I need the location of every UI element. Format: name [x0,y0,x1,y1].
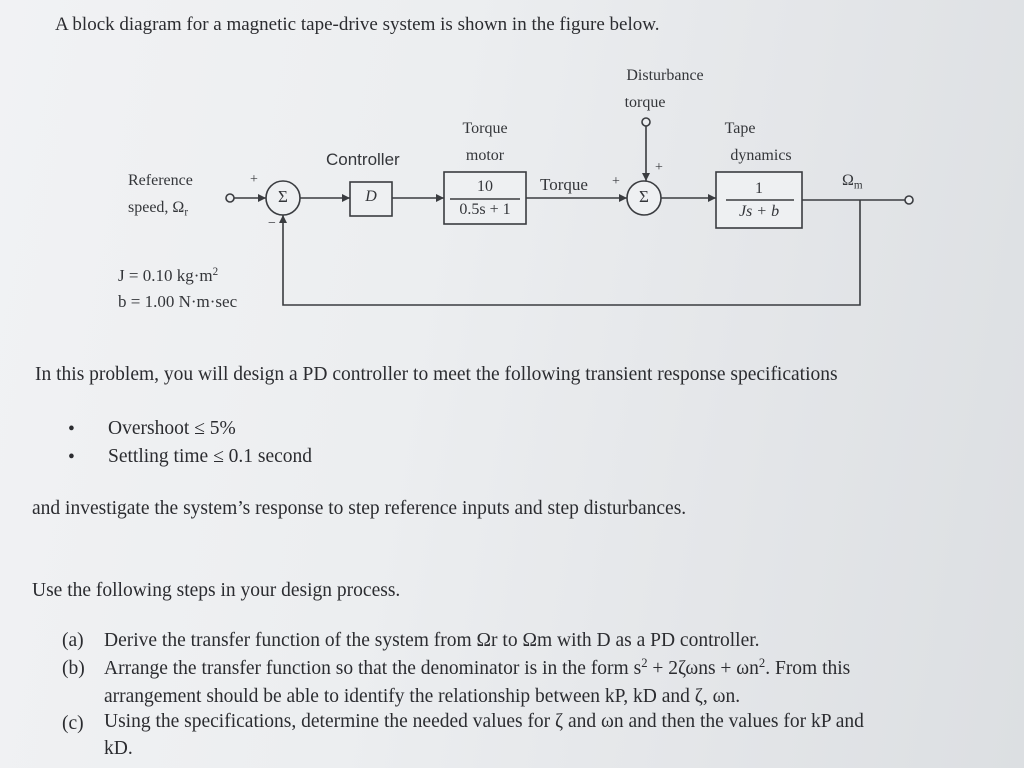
arrow-into-controller [342,194,350,202]
step-a-text: Derive the transfer function of the syst… [104,630,760,651]
spec-overshoot: Overshoot ≤ 5% [108,418,236,439]
sum1-minus-sign: − [268,216,276,231]
param-b: b = 1.00 N·m·sec [118,292,238,311]
controller-block-text: D [365,188,377,205]
reference-label-line1: Reference [128,172,193,189]
param-J: J = 0.10 kg·m2 [118,266,219,286]
arrow-feedback-up [279,215,287,223]
sum2-plus-top: + [655,160,663,175]
problem-statement: In this problem, you will design a PD co… [35,364,838,385]
step-b-line1: Arrange the transfer function so that th… [104,656,851,679]
sum1-plus-sign: + [250,172,258,187]
step-c-mark: (c) [62,713,84,734]
feedback-path [282,200,861,306]
spec-settling-time: Settling time ≤ 0.1 second [108,446,313,467]
arrow-into-motor [436,194,444,202]
arrow-into-tape [708,194,716,202]
motor-denominator: 0.5s + 1 [459,201,511,218]
step-c-line2: kD. [104,738,133,759]
steps-intro: Use the following steps in your design p… [32,580,401,601]
torque-motor-line2: motor [465,147,505,164]
spec-bullet-1: • [68,419,75,440]
controller-label: Controller [326,150,400,169]
sum2-sigma: Σ [639,187,649,206]
output-terminal [904,195,914,205]
disturbance-line1: Disturbance [626,67,704,84]
sum1-sigma: Σ [278,187,288,206]
disturbance-terminal [641,117,651,127]
torque-label: Torque [540,175,588,194]
tape-dynamics-line1: Tape [724,120,756,137]
step-c-line1: Using the specifications, determine the … [104,711,864,732]
input-terminal [225,193,235,203]
arrow-disturbance [642,173,650,181]
spec-bullet-2: • [68,447,75,468]
arrow-into-sum2 [619,194,627,202]
reference-label-line2: speed, Ωr [128,199,189,219]
torque-motor-line1: Torque [462,120,508,137]
controller-block-box [349,181,393,217]
investigate-text: and investigate the system’s response to… [32,498,687,519]
step-a-mark: (a) [62,630,84,651]
arrow-into-sum1 [258,194,266,202]
sum2-plus-left: + [612,174,620,189]
output-label: Ωm [842,172,863,192]
tape-denominator: Js + b [738,203,780,220]
step-b-line2: arrangement should be able to identify t… [104,686,741,707]
block-diagram [225,117,914,306]
intro-text: A block diagram for a magnetic tape-driv… [55,14,660,35]
step-b-mark: (b) [62,658,85,679]
motor-numerator: 10 [477,178,493,195]
tape-dynamics-line2: dynamics [730,147,792,164]
tape-numerator: 1 [755,180,763,197]
disturbance-line2: torque [624,94,666,111]
